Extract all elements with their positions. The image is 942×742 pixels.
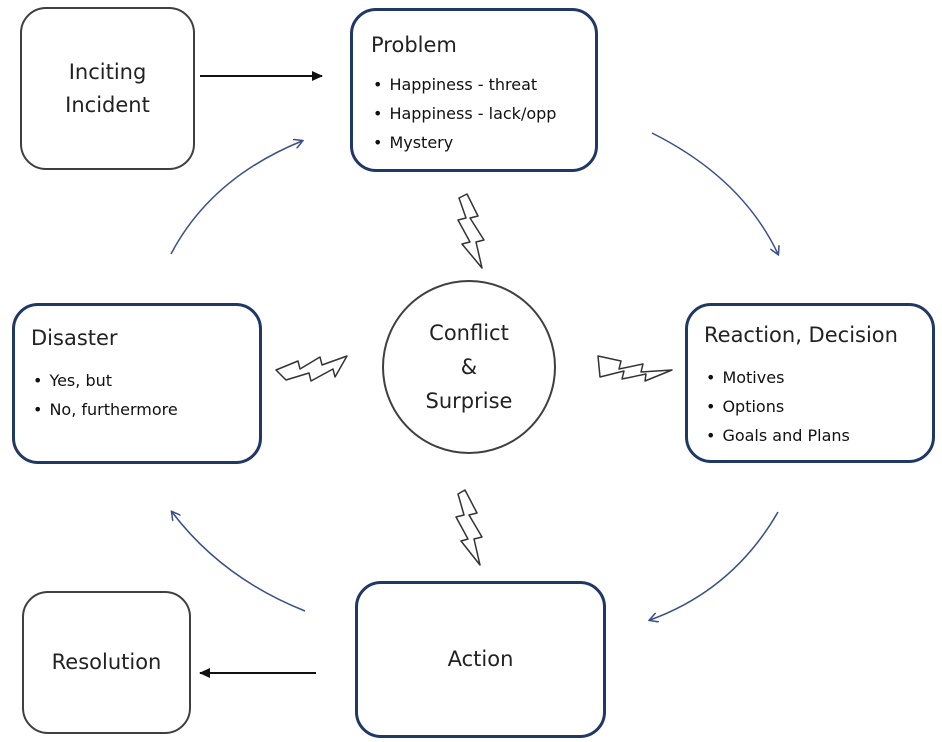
inciting-incident-box: Inciting Incident	[20, 7, 195, 170]
action-title: Action	[447, 647, 514, 671]
center-line1: Conflict	[429, 321, 509, 345]
disaster-list: Yes, but No, furthermore	[33, 366, 178, 424]
problem-item: Mystery	[373, 128, 556, 157]
problem-item: Happiness - threat	[373, 70, 556, 99]
center-line3: Surprise	[425, 389, 513, 413]
reaction-decision-title: Reaction, Decision	[704, 323, 898, 347]
reaction-item: Goals and Plans	[706, 421, 849, 450]
reaction-item: Motives	[706, 363, 850, 392]
disaster-item: Yes, but	[33, 366, 178, 395]
center-line2: &	[460, 355, 478, 379]
reaction-decision-list: Motives Options Goals and Plans	[706, 363, 850, 450]
reaction-item: Options	[706, 392, 850, 421]
reaction-decision-box: Reaction, Decision Motives Options Goals…	[685, 303, 935, 463]
disaster-title: Disaster	[31, 326, 118, 350]
problem-box: Problem Happiness - threat Happiness - l…	[350, 8, 598, 172]
disaster-to-problem-arrow	[170, 141, 302, 255]
lightning-bolt-icon-down	[455, 489, 483, 566]
lightning-bolt-icon-right	[597, 355, 673, 382]
conflict-surprise-circle: Conflict & Surprise	[382, 280, 556, 454]
inciting-incident-line2: Incident	[65, 92, 150, 117]
lightning-bolt-icon-left	[275, 355, 348, 382]
inciting-incident-line1: Inciting	[68, 59, 147, 84]
resolution-title: Resolution	[51, 650, 162, 674]
lightning-bolt-icon-up	[457, 193, 485, 269]
resolution-box: Resolution	[22, 591, 191, 734]
problem-title: Problem	[371, 33, 457, 57]
problem-list: Happiness - threat Happiness - lack/opp …	[373, 70, 556, 157]
action-to-disaster-arrow	[172, 512, 306, 612]
disaster-box: Disaster Yes, but No, furthermore	[12, 303, 262, 464]
problem-item: Happiness - lack/opp	[373, 99, 556, 128]
disaster-item: No, furthermore	[33, 395, 177, 424]
problem-to-reaction-arrow	[651, 132, 778, 254]
reaction-to-action-arrow	[650, 511, 779, 620]
action-box: Action	[355, 581, 606, 738]
